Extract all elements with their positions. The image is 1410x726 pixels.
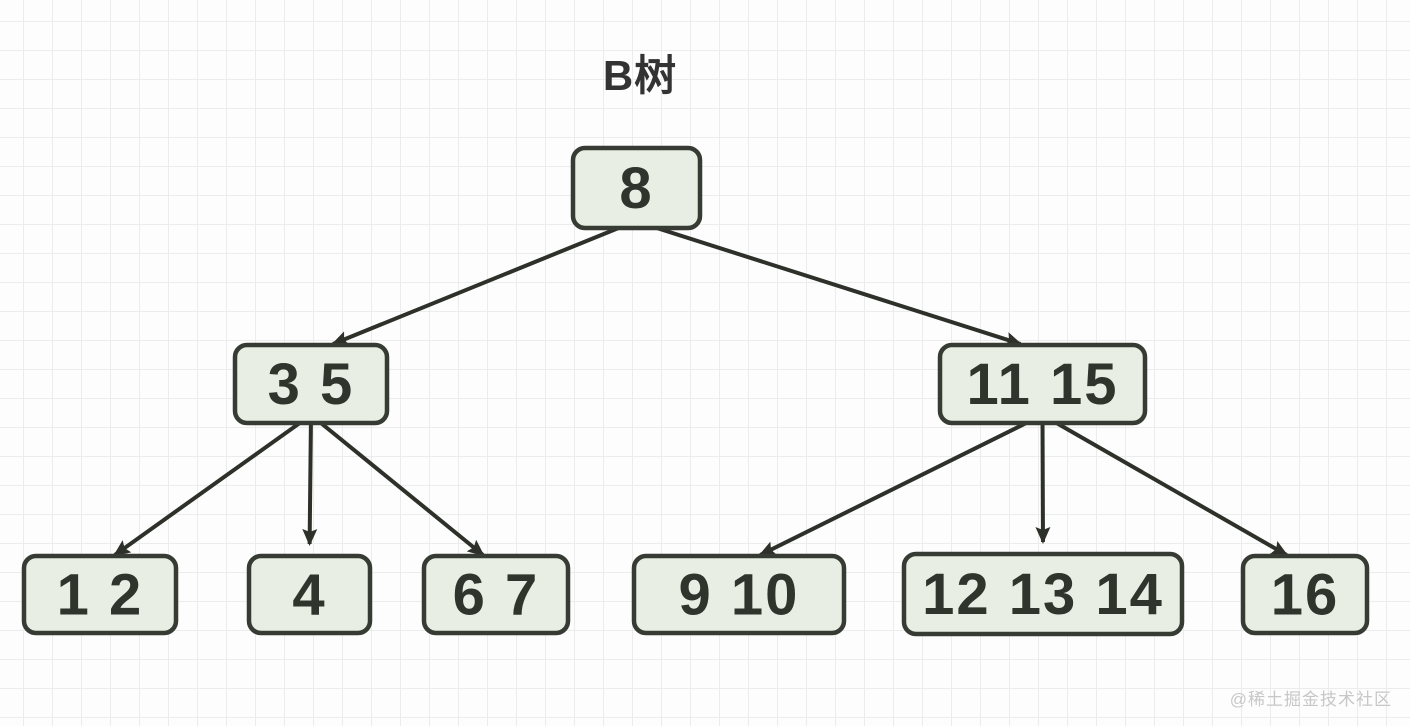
node-box <box>631 553 847 636</box>
node-box <box>21 553 179 636</box>
node-box <box>232 342 390 426</box>
tree-node-n121314: 12 13 14 <box>901 551 1185 637</box>
tree-edge-root-n35 <box>331 224 625 346</box>
node-box <box>246 553 373 636</box>
node-box <box>570 145 703 231</box>
node-box <box>421 553 571 636</box>
tree-edge-n35-n4 <box>302 420 318 546</box>
tree-node-n35: 3 5 <box>232 342 390 426</box>
tree-edge-n35-n12 <box>113 419 304 557</box>
node-label: 4 <box>292 563 326 628</box>
tree-node-n4: 4 <box>246 553 373 636</box>
node-box <box>901 551 1185 637</box>
node-label: 12 13 14 <box>922 562 1164 627</box>
node-label: 9 10 <box>679 563 800 628</box>
node-label: 6 7 <box>453 563 540 628</box>
tree-edge-n1115-n910 <box>758 419 1032 557</box>
tree-edge-n35-n67 <box>317 419 485 557</box>
tree-node-n910: 9 10 <box>631 553 847 636</box>
node-label: 8 <box>619 156 653 221</box>
node-label: 11 15 <box>967 352 1119 417</box>
node-box <box>937 342 1148 426</box>
node-label: 1 2 <box>57 563 144 628</box>
diagram-title: B树 <box>602 52 678 99</box>
tree-node-root: 8 <box>570 145 703 231</box>
node-label: 16 <box>1271 563 1340 628</box>
tree-edge-n1115-n16 <box>1052 419 1289 557</box>
tree-node-n12: 1 2 <box>21 553 179 636</box>
tree-node-n1115: 11 15 <box>937 342 1148 426</box>
tree-node-n16: 16 <box>1240 553 1370 636</box>
watermark-text: @稀土掘金技术社区 <box>1229 690 1392 709</box>
tree-node-n67: 6 7 <box>421 553 571 636</box>
node-label: 3 5 <box>268 352 355 417</box>
node-box <box>1240 553 1370 636</box>
tree-edge-root-n1115 <box>649 224 1023 347</box>
